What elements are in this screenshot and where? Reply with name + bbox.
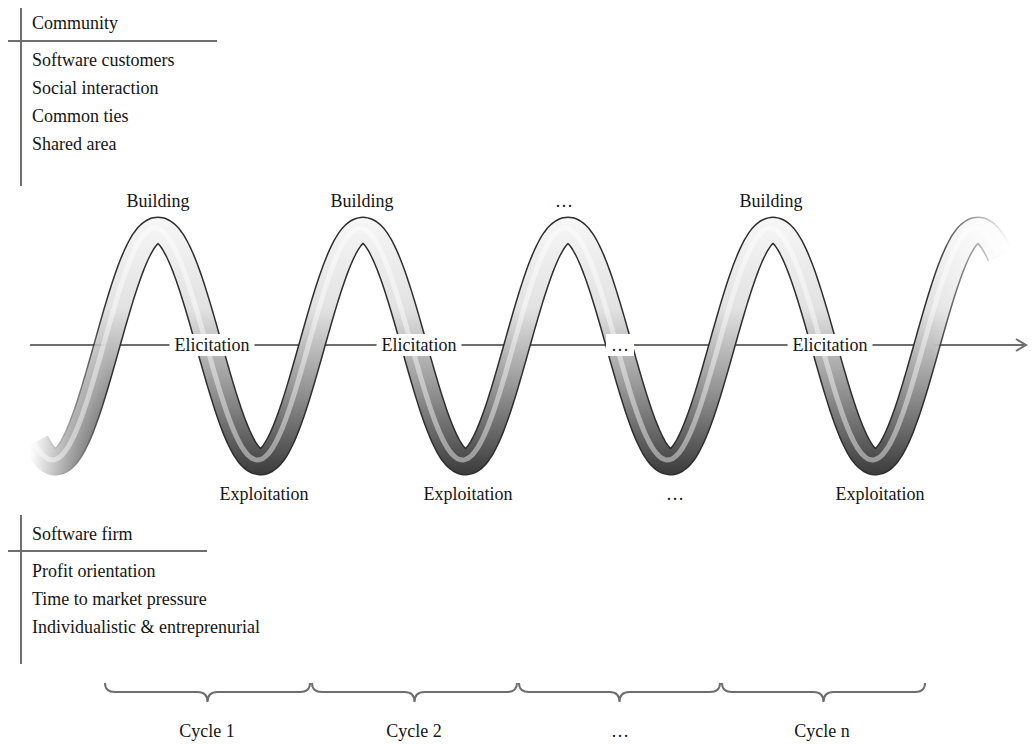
cycle-brace: [105, 683, 310, 702]
phase-label: Exploitation: [836, 483, 925, 505]
cycle-braces: [105, 683, 925, 702]
list-item: Shared area: [32, 133, 116, 155]
list-item: Individualistic & entreprenurial: [32, 616, 260, 638]
axis-arrowhead: [1016, 339, 1026, 351]
helix: [33, 228, 1000, 462]
tube-highlight: [33, 228, 997, 460]
ellipsis: …: [611, 720, 629, 742]
phase-label: Elicitation: [170, 334, 255, 356]
phase-label: Exploitation: [220, 483, 309, 505]
list-item: Common ties: [32, 105, 129, 127]
cycle-label: Cycle n: [794, 720, 850, 742]
group-heading: Software firm: [32, 523, 132, 545]
cycle-brace: [722, 683, 925, 702]
cycle-label: Cycle 1: [179, 720, 235, 742]
phase-label: Exploitation: [424, 483, 513, 505]
phase-label: Building: [739, 190, 802, 212]
list-item: Profit orientation: [32, 560, 155, 582]
ellipsis: …: [606, 334, 634, 356]
cycle-brace: [519, 683, 720, 702]
heading-rule: [8, 550, 207, 552]
group-heading: Community: [32, 12, 118, 34]
phase-label: Building: [330, 190, 393, 212]
bracket-line: [20, 8, 22, 186]
list-item: Time to market pressure: [32, 588, 207, 610]
phase-label: Building: [126, 190, 189, 212]
cycle-brace: [312, 683, 517, 702]
list-item: Social interaction: [32, 77, 158, 99]
phase-label: Elicitation: [377, 334, 462, 356]
list-item: Software customers: [32, 49, 174, 71]
ellipsis: …: [555, 190, 573, 212]
ellipsis: …: [666, 483, 684, 505]
cycle-label: Cycle 2: [386, 720, 442, 742]
bracket-line: [20, 515, 22, 664]
phase-label: Elicitation: [788, 334, 873, 356]
heading-rule: [8, 40, 217, 42]
